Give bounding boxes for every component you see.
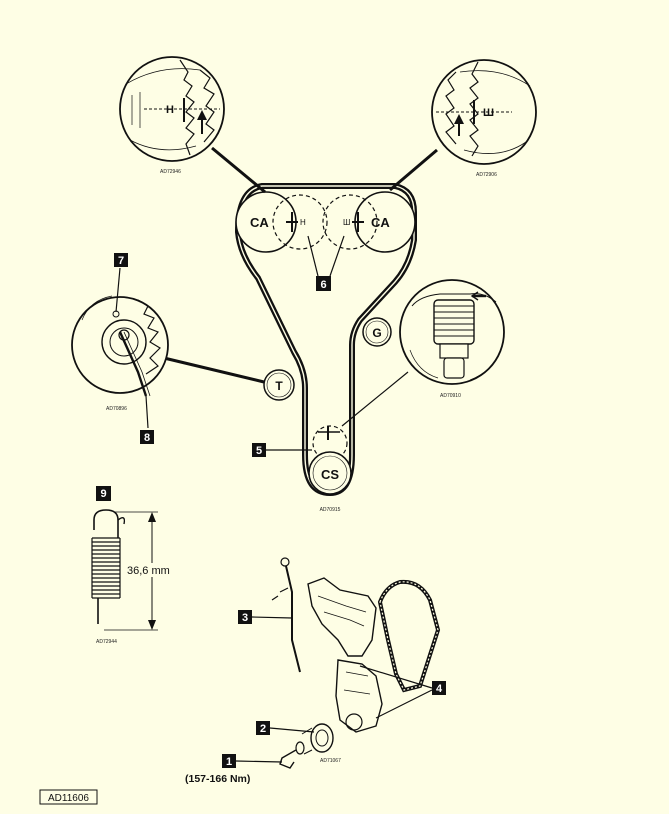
callout-6: 6	[316, 276, 331, 291]
ref-top-right: AD72906	[476, 172, 497, 178]
camshaft-right-label: CA	[371, 215, 390, 230]
detail-tensioner: AD70896	[71, 295, 265, 412]
ref-spring: AD72944	[96, 639, 117, 645]
detail-left-mark: H	[166, 104, 174, 116]
svg-text:AD11606: AD11606	[48, 793, 89, 804]
callout-8: 8	[140, 430, 154, 444]
callout-3: 3	[238, 610, 252, 624]
timing-mark-right-label: Ш	[343, 218, 350, 227]
svg-text:8: 8	[144, 432, 150, 444]
tensioner-spring	[91, 509, 158, 631]
detail-guide: AD70910	[341, 279, 505, 427]
guide-pulley-label: G	[372, 326, 381, 340]
callout-2: 2	[256, 721, 270, 735]
detail-right-mark: Ш	[483, 107, 494, 119]
callout-4: 4	[432, 681, 446, 695]
detail-top-left: H AD72946	[119, 56, 266, 194]
ref-belt: AD70915	[320, 507, 341, 513]
torque-spec: (157-166 Nm)	[185, 773, 250, 785]
tensioner-pulley: T	[263, 369, 295, 401]
timing-mark-left-label: H	[300, 218, 306, 227]
detail-top-right: Ш AD72906	[389, 59, 537, 192]
svg-text:4: 4	[436, 683, 443, 695]
camshaft-pulley-right: CA Ш	[322, 191, 416, 253]
spring-length-label: 36,6 mm	[127, 565, 170, 577]
svg-text:3: 3	[242, 612, 248, 624]
svg-text:1: 1	[226, 756, 232, 768]
assembly-exploded-view	[271, 557, 441, 769]
guide-pulley: G	[362, 317, 392, 347]
svg-text:5: 5	[256, 445, 262, 457]
callout-9: 9	[96, 486, 111, 501]
ref-guide: AD70910	[440, 393, 461, 399]
ref-top-left: AD72946	[160, 169, 181, 175]
callout-7: 7	[114, 253, 128, 267]
crankshaft-label: CS	[321, 467, 339, 482]
svg-text:9: 9	[100, 488, 106, 500]
svg-text:7: 7	[118, 255, 124, 267]
ref-pulley: AD71067	[320, 758, 341, 764]
figure-code: AD11606	[39, 789, 98, 805]
camshaft-left-label: CA	[250, 215, 269, 230]
callout-5: 5	[252, 443, 266, 457]
camshaft-pulley-left: CA H	[235, 191, 328, 253]
callout-1: 1	[222, 754, 236, 768]
svg-text:6: 6	[320, 279, 326, 291]
tensioner-pulley-label: T	[275, 379, 283, 393]
svg-text:2: 2	[260, 723, 266, 735]
ref-tensioner: AD70896	[106, 406, 127, 412]
crankshaft-pulley: CS	[308, 425, 352, 495]
